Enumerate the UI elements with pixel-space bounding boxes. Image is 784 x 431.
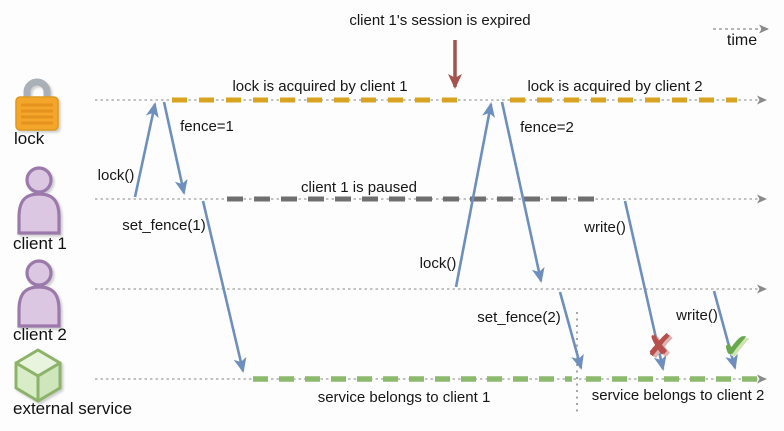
set-fence1-label: set_fence(1) xyxy=(122,217,206,234)
lock-icon xyxy=(15,78,59,131)
write2-label: write() xyxy=(676,307,718,324)
service-belongs-client2-caption: service belongs to client 2 xyxy=(591,387,765,404)
write-rejected-x-icon: ✘ xyxy=(646,328,672,364)
lane-label-external-service: external service xyxy=(13,399,133,418)
service-belongs-client1-caption: service belongs to client 1 xyxy=(317,389,491,406)
fence2-response-arrow xyxy=(500,101,545,283)
session-expired-annotation: client 1's session is expired xyxy=(349,12,531,29)
time-axis-label: time xyxy=(726,32,758,49)
lock1-label: lock() xyxy=(97,167,135,184)
set-fence2-label: set_fence(2) xyxy=(477,309,561,326)
lane-label-client2: client 2 xyxy=(13,325,67,344)
fence2-label: fence=2 xyxy=(520,119,574,136)
client1-person-icon xyxy=(17,166,61,235)
lane-label-client1: client 1 xyxy=(13,234,67,253)
write1-arrow xyxy=(623,200,667,371)
write-accepted-check-icon: ✔ xyxy=(722,326,750,365)
lock-acquired-client1-caption: lock is acquired by client 1 xyxy=(232,78,408,95)
set-fence2-arrow xyxy=(558,291,584,370)
lane-label-lock: lock xyxy=(14,129,45,148)
fence1-label: fence=1 xyxy=(180,118,234,135)
set-fence1-arrow xyxy=(201,200,247,373)
client2-person-icon xyxy=(17,259,61,328)
write2-arrow xyxy=(712,290,738,370)
client1-paused-caption: client 1 is paused xyxy=(301,179,417,196)
lock2-request-arrow xyxy=(454,102,495,288)
lock-acquired-client2-caption: lock is acquired by client 2 xyxy=(527,78,703,95)
lock1-request-arrow xyxy=(133,102,159,198)
lock2-label: lock() xyxy=(419,255,457,272)
external-service-cube-icon xyxy=(14,348,62,403)
fence1-response-arrow xyxy=(162,101,188,195)
write1-label: write() xyxy=(584,219,626,236)
